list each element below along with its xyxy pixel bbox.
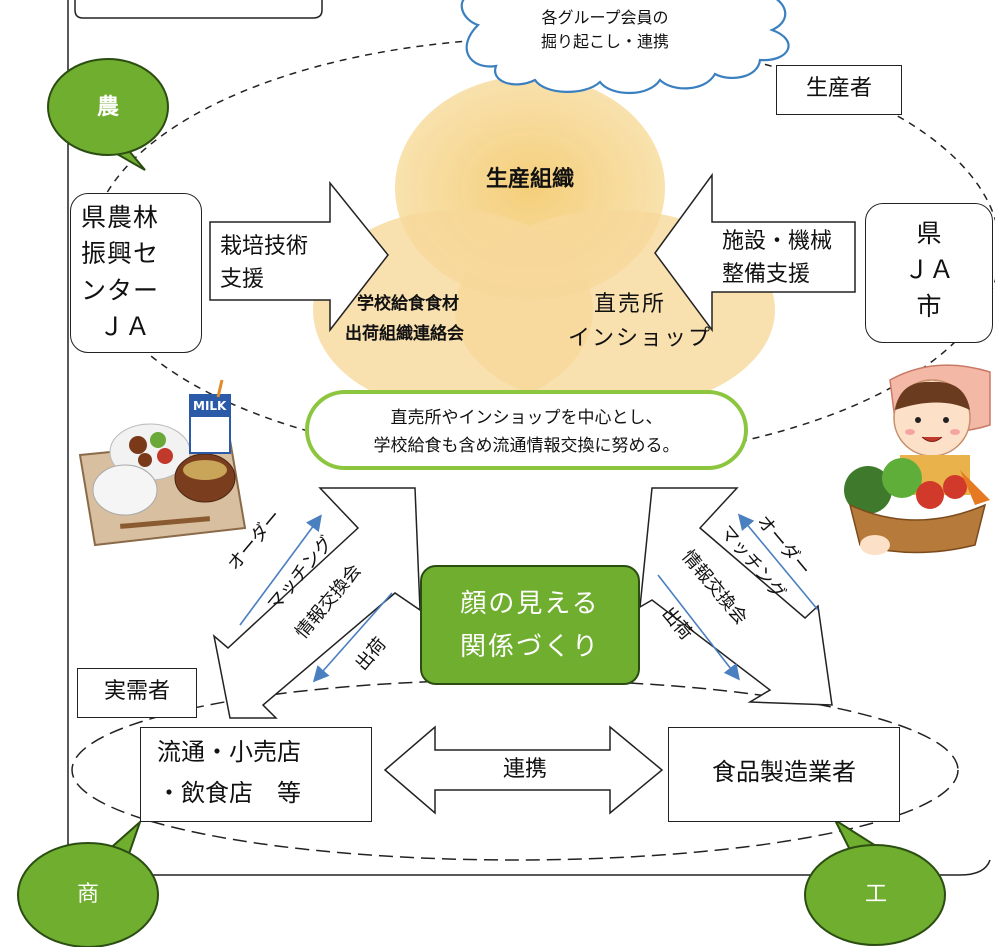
- right-diagonal-arrow: [639, 487, 833, 706]
- arrow-left-line-2: 支援: [220, 267, 265, 292]
- manufacturer-box: 食品製造業者: [668, 727, 900, 822]
- right-support-box: 県 ＪＡ 市: [865, 203, 993, 343]
- right-support-line-1: 県: [916, 219, 942, 248]
- producer-label: 生産者: [805, 76, 872, 101]
- producer-label-box: 生産者: [776, 65, 902, 115]
- bubble-commerce: [17, 818, 159, 947]
- left-support-line-3: ンター: [81, 275, 160, 305]
- center-line-2: 関係づくり: [459, 631, 600, 662]
- info-text: 直売所やインショップを中心とし、 学校給食も含め流通情報交換に努める。: [309, 404, 744, 460]
- bubble-commerce-label: 商: [76, 882, 99, 907]
- right-support-line-3: 市: [916, 291, 942, 321]
- arrow-left-line-1: 栽培技術: [220, 234, 309, 259]
- bubble-agri-label: 農: [96, 94, 119, 120]
- retail-line-1: 流通・小売店: [157, 738, 301, 766]
- left-support-box: 県農林 振興セ ンター ＪＡ: [70, 193, 202, 353]
- arrow-right-line-2: 整備支援: [722, 262, 811, 287]
- info-box: 直売所やインショップを中心とし、 学校給食も含め流通情報交換に努める。: [305, 390, 748, 470]
- retail-text: 流通・小売店 ・飲食店 等: [157, 732, 301, 814]
- manufacturer-label: 食品製造業者: [712, 758, 856, 786]
- arrow-left-text: 栽培技術 支援: [220, 230, 308, 296]
- retail-line-2: ・飲食店 等: [157, 778, 301, 807]
- ship-arrow-right: [657, 574, 740, 681]
- cloud-line-1: 各グループ会員の: [541, 8, 669, 27]
- school-lunch-illustration: [78, 379, 247, 547]
- bubble-industry-label: 工: [864, 882, 887, 907]
- consumer-label-box: 実需者: [77, 668, 197, 718]
- cloud-line-2: 掘り起こし・連携: [540, 32, 669, 51]
- right-support-text: 県 ＪＡ 市: [866, 216, 992, 325]
- info-line-2: 学校給食も含め流通情報交換に努める。: [373, 436, 680, 457]
- header-box-fragment: [74, 0, 323, 19]
- bubble-industry: [804, 817, 946, 946]
- left-diagonal-arrow: [212, 487, 421, 719]
- milk-label: MILK: [193, 399, 227, 413]
- cooperation-label: 連携: [502, 757, 547, 782]
- arrow-right-text: 施設・機械 整備支援: [722, 225, 832, 291]
- center-line-1: 顔の見える: [460, 589, 600, 619]
- order-arrow-left: [239, 514, 322, 626]
- ship-arrow-left: [312, 592, 393, 683]
- venn-right-line-2: インショップ: [567, 326, 712, 352]
- order-arrow-right: [737, 513, 819, 611]
- bubble-agri: [47, 58, 169, 171]
- center-box: 顔の見える 関係づくり: [420, 565, 640, 685]
- venn-left-line-2: 出荷組織連絡会: [345, 323, 464, 344]
- venn-left-label: 学校給食食材 出荷組織連絡会: [345, 290, 464, 350]
- left-support-text: 県農林 振興セ ンター ＪＡ: [81, 200, 159, 345]
- venn-left-line-1: 学校給食食材: [357, 294, 459, 314]
- consumer-label: 実需者: [103, 679, 170, 704]
- arrow-right-line-1: 施設・機械: [722, 229, 833, 254]
- venn-top-label: 生産組織: [485, 167, 574, 192]
- left-support-line-1: 県農林: [81, 203, 160, 232]
- info-line-1: 直売所やインショップを中心とし、: [390, 408, 663, 428]
- cloud-text: 各グループ会員の 掘り起こし・連携: [520, 6, 690, 54]
- left-support-line-2: 振興セ: [81, 239, 160, 269]
- cloud-shape: [460, 0, 790, 94]
- center-text: 顔の見える 関係づくり: [422, 583, 638, 669]
- venn-right-label: 直売所 インショップ: [555, 288, 725, 356]
- arrow-cultivation-support: [209, 180, 389, 333]
- left-support-line-4: ＪＡ: [99, 311, 152, 341]
- farmer-illustration: [844, 364, 991, 555]
- venn-right-line-1: 直売所: [593, 292, 666, 317]
- right-support-line-2: ＪＡ: [903, 255, 954, 285]
- retail-box: 流通・小売店 ・飲食店 等: [140, 727, 372, 822]
- cooperation-double-arrow: [383, 725, 664, 815]
- arrow-facility-support: [654, 172, 856, 333]
